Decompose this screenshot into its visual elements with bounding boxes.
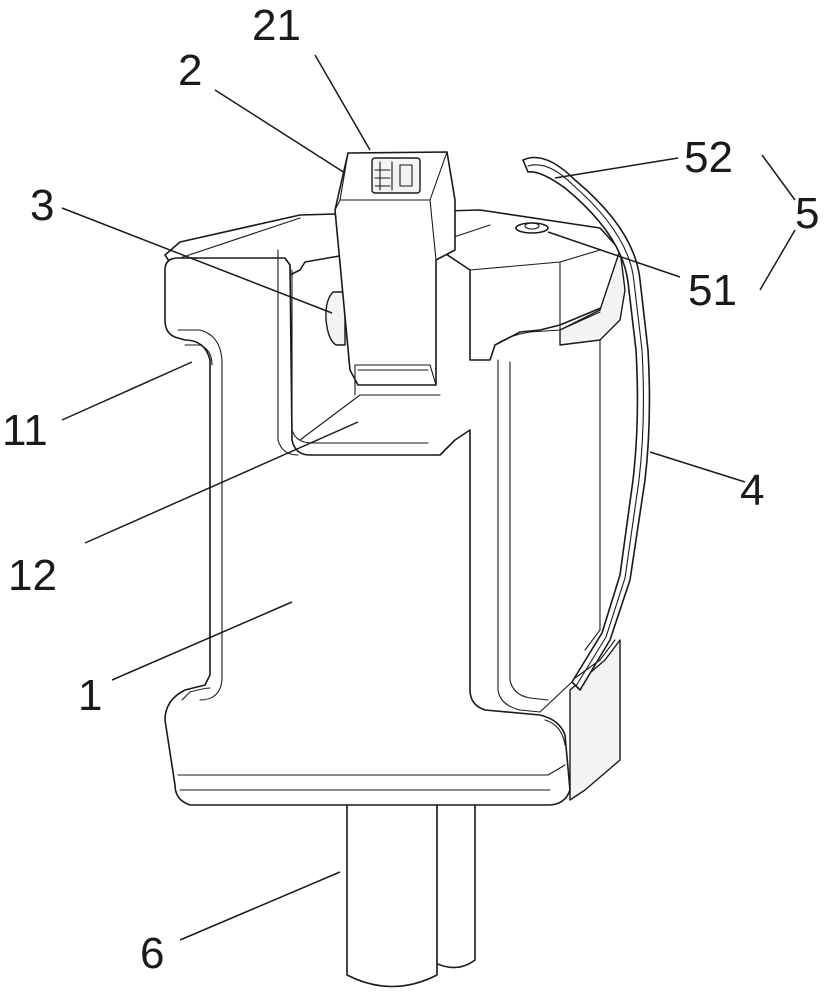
label-52: 52 [684, 133, 733, 182]
label-3: 3 [30, 181, 54, 230]
label-6: 6 [140, 929, 164, 978]
strap-4 [522, 156, 651, 691]
leader-lines [61, 54, 796, 941]
slot-21 [371, 157, 421, 194]
main-body [164, 209, 626, 806]
button-3 [325, 291, 346, 346]
plug-pins [346, 799, 476, 988]
label-2: 2 [178, 46, 202, 95]
label-51: 51 [688, 266, 737, 315]
screw-51 [515, 222, 549, 234]
slider-2 [334, 151, 456, 386]
label-5: 5 [795, 189, 819, 238]
label-1: 1 [78, 671, 102, 720]
label-21: 21 [252, 1, 301, 50]
reference-labels: 21 2 3 11 12 1 6 52 5 51 4 [2, 1, 819, 978]
label-4: 4 [740, 466, 764, 515]
label-11: 11 [2, 406, 48, 455]
label-12: 12 [8, 551, 57, 600]
